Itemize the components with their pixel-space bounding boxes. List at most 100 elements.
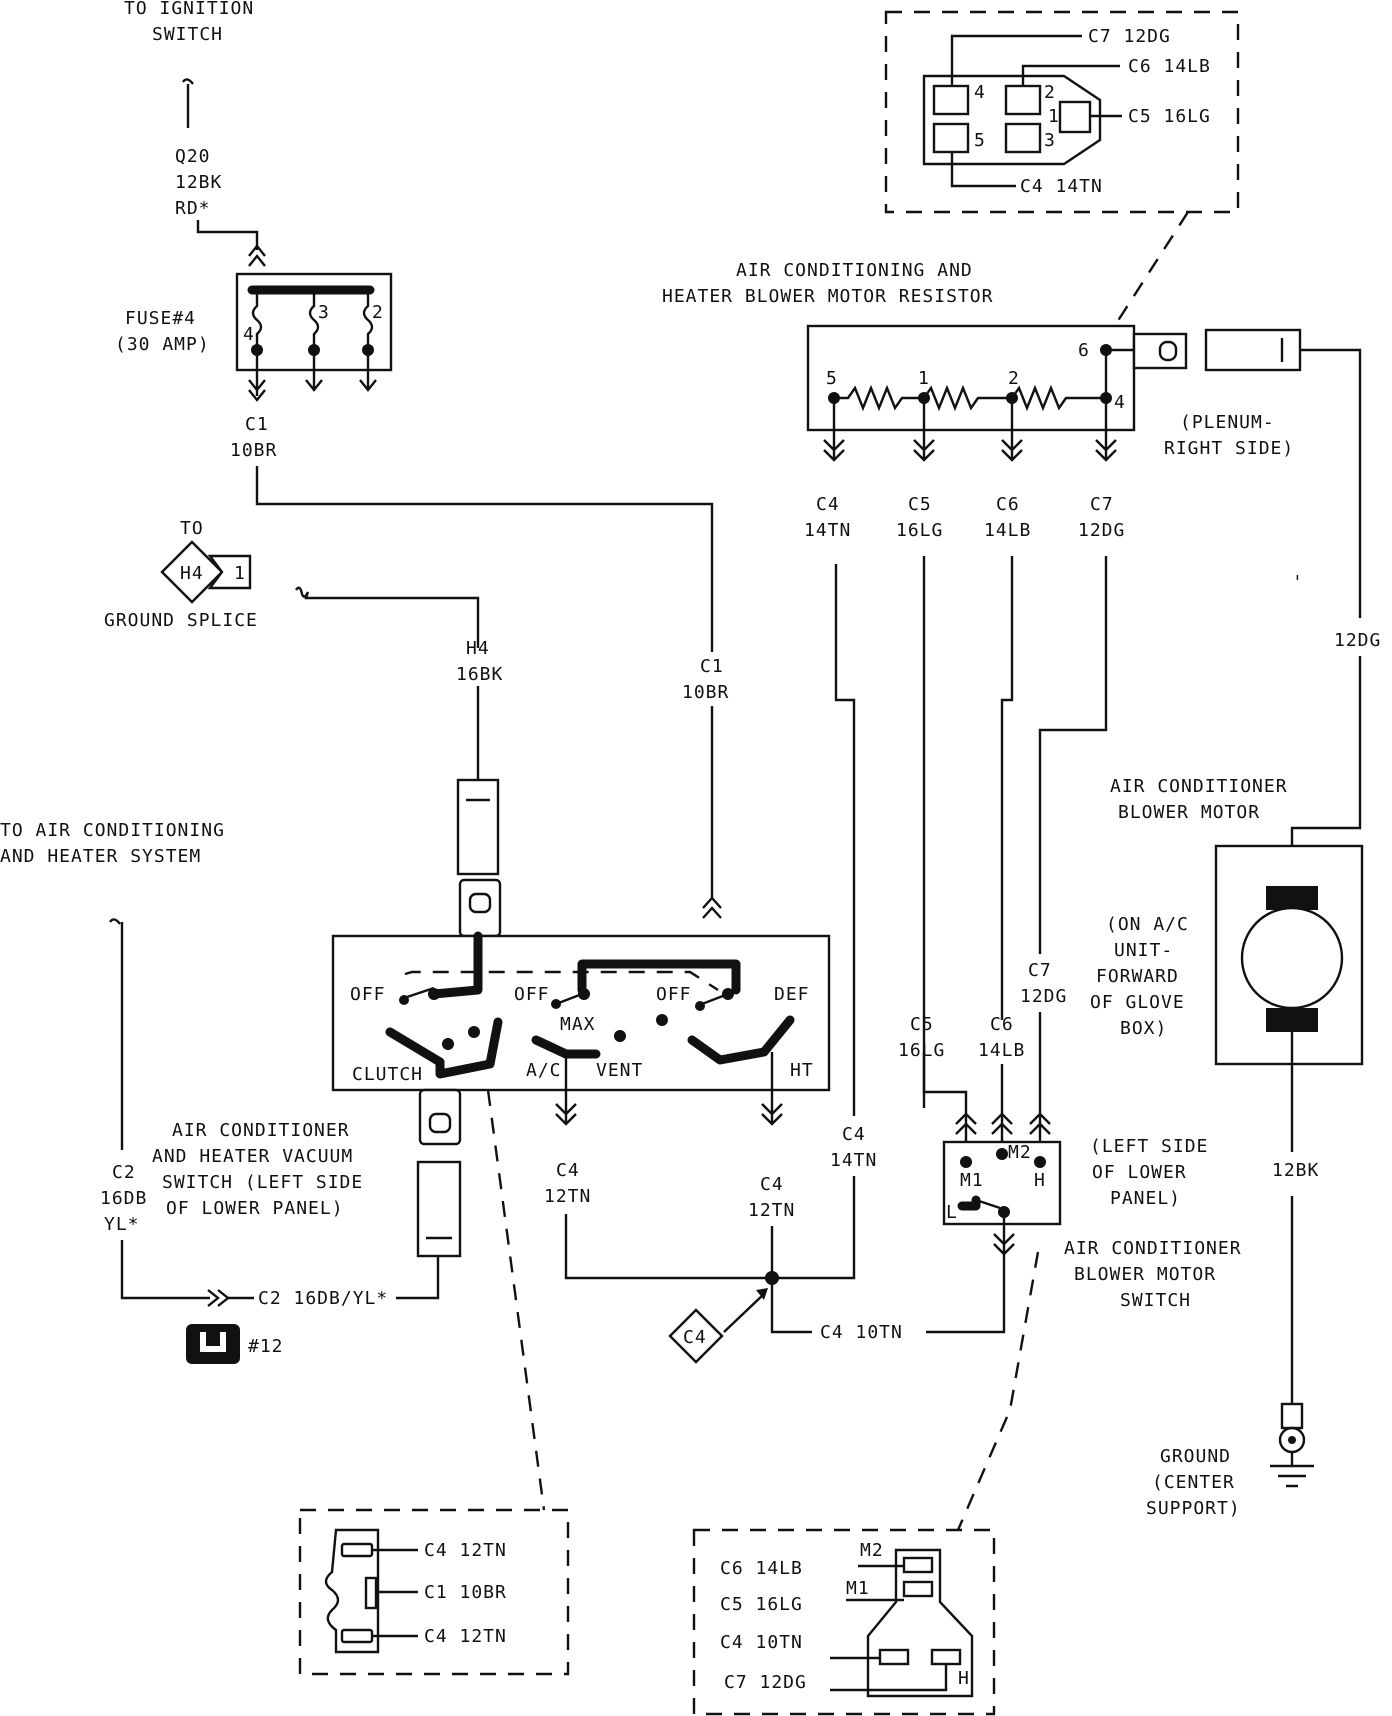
badge-glyph-icon: [200, 1332, 226, 1352]
resistor-pin-5: 5: [826, 368, 838, 389]
vacuum-port: [364, 1576, 378, 1610]
ground-terminal-icon: [1280, 1402, 1304, 1430]
blower-motor-name-2: BLOWER MOTOR: [1118, 802, 1260, 823]
ground-eyelet-center: [1288, 1436, 1296, 1444]
switch-contact: [442, 1038, 454, 1050]
switch-contact: [399, 995, 409, 1005]
blower-motor-brush-bottom: [1266, 1008, 1318, 1032]
c7-wire: [1038, 556, 1108, 954]
switch-connector-frame: [692, 1528, 996, 1716]
ignition-wire-break-icon: [182, 78, 194, 128]
switch-contact: [614, 1030, 626, 1042]
vacuum-off-1: OFF: [350, 984, 386, 1005]
c7-lower-1: C7: [1028, 960, 1052, 981]
vc-c1: C1 10BR: [424, 1582, 507, 1603]
rc-c4-label: C4 14TN: [1020, 176, 1103, 197]
dg12-wire: [1300, 348, 1362, 618]
c7-lower-2: 12DG: [1020, 986, 1067, 1007]
vc-c4b: C4 12TN: [424, 1626, 507, 1647]
c4-ac-label-2: 12TN: [544, 1186, 591, 1207]
sc-lead: [830, 1664, 948, 1692]
vacuum-ac: A/C: [526, 1060, 562, 1081]
switch-contact: [468, 1026, 480, 1038]
ground-center-1: GROUND: [1160, 1446, 1231, 1467]
blower-motor-armature-icon: [1240, 906, 1344, 1010]
switch-loc-2: OF LOWER: [1092, 1162, 1187, 1183]
switch-chevron-icon: [991, 1112, 1013, 1135]
sc-c6: C6 14LB: [720, 1558, 803, 1579]
cavity-2: [1004, 84, 1042, 116]
stray-mark: ': [1292, 572, 1304, 593]
motor-location-3: FORWARD: [1096, 966, 1179, 987]
switch-contact: [578, 988, 590, 1000]
motor-location-4: OF GLOVE: [1090, 992, 1185, 1013]
c6-lower-1: C6: [990, 1014, 1014, 1035]
fuse-output-arrow-icon: [248, 350, 266, 402]
dg12-label: 12DG: [1334, 630, 1381, 651]
switch-terminal-h: [1034, 1156, 1046, 1168]
fuse-element-icon: [251, 290, 263, 350]
switch-loc-1: (LEFT SIDE: [1090, 1136, 1208, 1157]
vacuum-max: MAX: [560, 1014, 596, 1035]
switch-chevron-icon: [955, 1112, 977, 1135]
q20-label-3: RD*: [175, 198, 211, 219]
c2-wire-up: [396, 1256, 440, 1300]
ground-splice-pin: 1: [234, 563, 246, 584]
c4-14tn-wire: [834, 564, 856, 1116]
switch-wiper: [975, 1198, 1001, 1210]
switch-contact: [551, 999, 561, 1009]
cavity-2-label: 2: [1044, 82, 1056, 103]
vacuum-top-terminal-hole: [468, 892, 492, 914]
resistor-pin-2: 2: [1008, 368, 1020, 389]
vacuum-def: DEF: [774, 984, 810, 1005]
ignition-label-2: SWITCH: [152, 24, 223, 45]
resistor-name-2: HEATER BLOWER MOTOR RESISTOR: [662, 286, 993, 307]
h4-wire: [295, 586, 480, 648]
switch-loc-3: PANEL): [1110, 1188, 1181, 1209]
switch-name-2: BLOWER MOTOR: [1074, 1264, 1216, 1285]
vacuum-switch-name-3: SWITCH (LEFT SIDE: [162, 1172, 363, 1193]
c4-ht-label-2: 12TN: [748, 1200, 795, 1221]
ht-output-contact: [687, 1015, 795, 1065]
fuse-pin-3: 3: [318, 302, 330, 323]
vacuum-bottom-terminal-hole: [428, 1112, 452, 1134]
blower-motor-resistor: AIR CONDITIONING AND HEATER BLOWER MOTOR…: [662, 260, 1302, 1108]
switch-cavity-m1: [902, 1580, 934, 1598]
vacuum-connector-body: [324, 1528, 380, 1654]
vacuum-ht: HT: [790, 1060, 814, 1081]
switch-name-3: SWITCH: [1120, 1290, 1191, 1311]
sc-c7: C7 12DG: [724, 1672, 807, 1693]
resistor-connector-frame: [884, 10, 1240, 214]
vacuum-switch-name-4: OF LOWER PANEL): [166, 1198, 344, 1219]
switch-contact: [656, 1014, 668, 1026]
sc-m2: M2: [860, 1540, 884, 1561]
resistor-body: [806, 324, 1136, 432]
c1-wire: [255, 466, 714, 652]
switch-connector-detail: M2 M1 H C6 14LB C5 16LG C4 10TN C7 12DG: [692, 1528, 996, 1716]
plenum-label-2: RIGHT SIDE): [1164, 438, 1294, 459]
vacuum-switch-name-2: AND HEATER VACUUM: [152, 1146, 353, 1167]
c4-ht-label-1: C4: [760, 1174, 784, 1195]
switch-m2: M2: [1008, 1142, 1032, 1163]
c6-wire: [1000, 556, 1014, 1020]
ac-def-contact-bar: [577, 959, 741, 995]
c4-vacuum-wires: C4 12TN C4 12TN C4 14TN C4 C4 10TN: [544, 564, 1006, 1364]
vacuum-clutch: CLUTCH: [352, 1064, 423, 1085]
connector-chevron-icon: [248, 244, 266, 267]
cavity-5: [932, 122, 970, 154]
connector-badge-icon: [186, 1324, 240, 1364]
vacuum-detail-leader: [486, 1089, 546, 1511]
c5-lower-1: C5: [910, 1014, 934, 1035]
c4-right-label-2: 14TN: [830, 1150, 877, 1171]
resistor-pin-1: 1: [918, 368, 930, 389]
c4-ac-label-1: C4: [556, 1160, 580, 1181]
c1-top-label-2: 10BR: [230, 440, 277, 461]
resistor-name-1: AIR CONDITIONING AND: [736, 260, 973, 281]
switch-detail-leader: [956, 1251, 1040, 1531]
sc-h: H: [958, 1668, 970, 1689]
switch-contact: [722, 988, 734, 1000]
rw-c4-1: C4: [816, 494, 840, 515]
rw-c7-1: C7: [1090, 494, 1114, 515]
h4-connector: [456, 778, 500, 876]
resistor-pin-4: 4: [1114, 392, 1126, 413]
